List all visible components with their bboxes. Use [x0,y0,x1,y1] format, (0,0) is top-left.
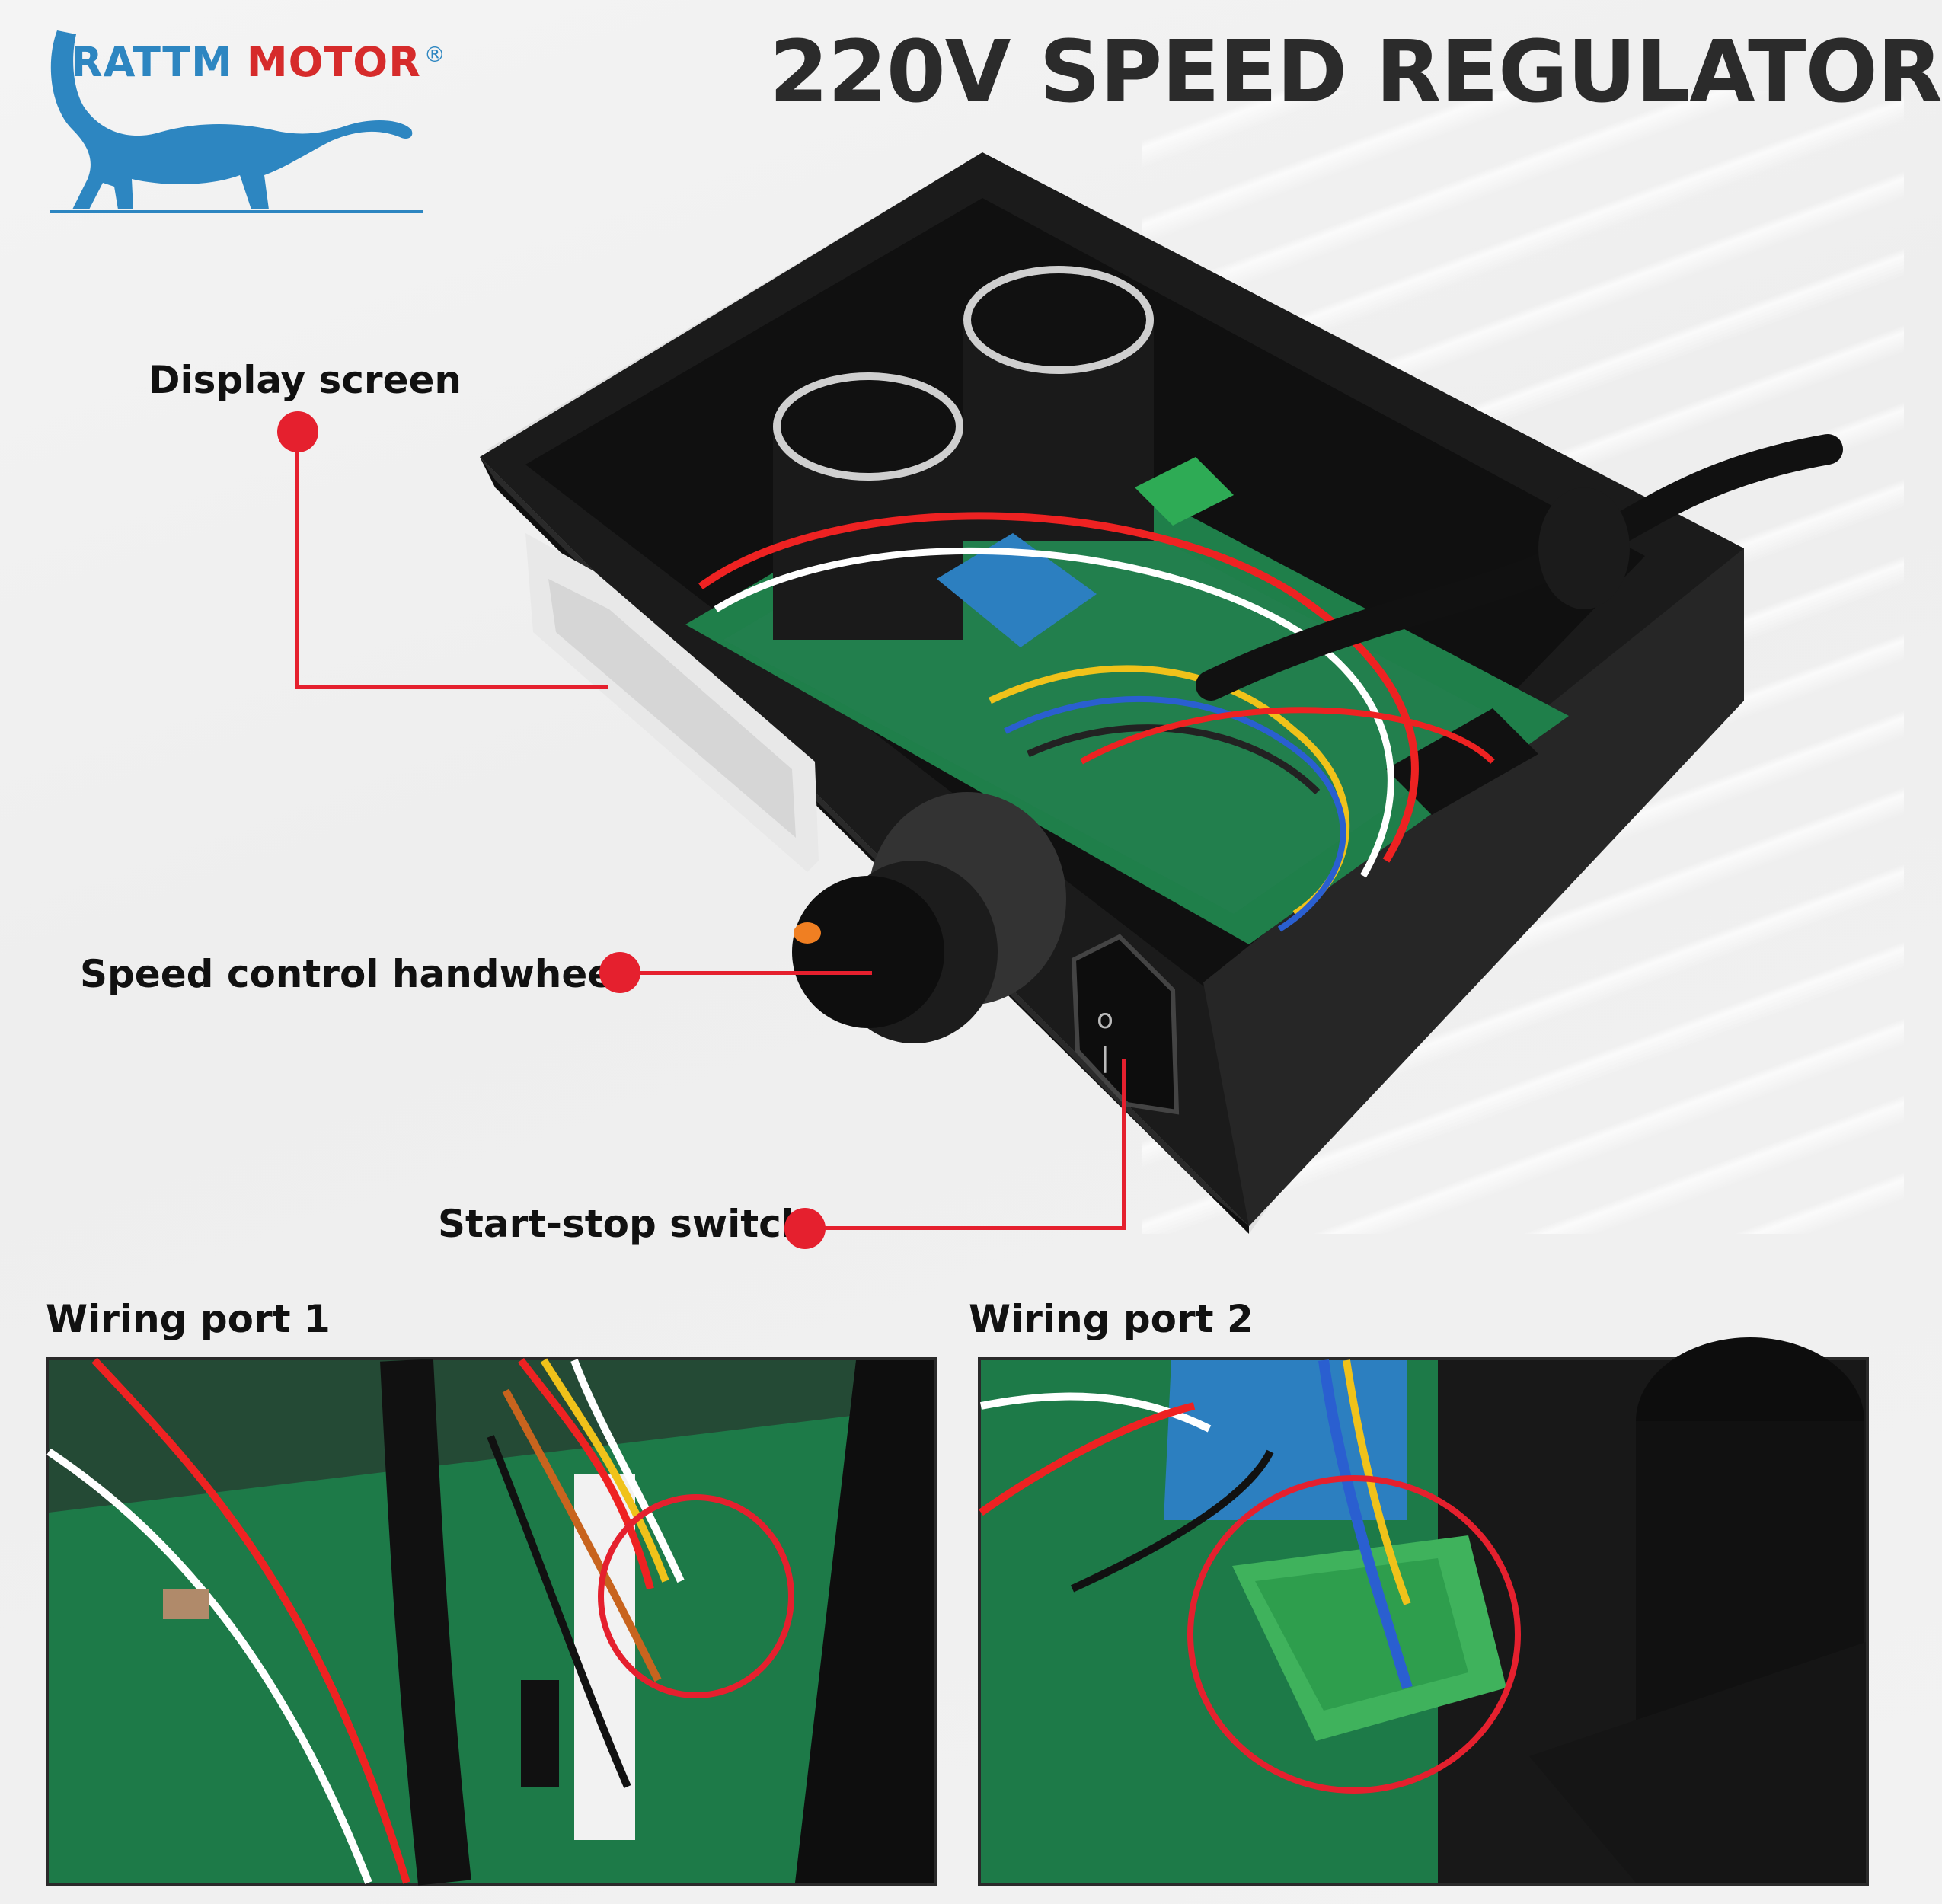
registered-mark: ® [423,42,446,67]
dinosaur-logo-icon [50,30,423,213]
svg-text:|: | [1100,1042,1110,1073]
wiring-port-1-photo [46,1357,934,1886]
wiring-port-2-image [978,1337,1869,1886]
callout-switch-line-horizontal [806,1226,1126,1230]
brand-name: RATTM MOTOR® [71,38,446,86]
callout-switch-label: Start-stop switch [438,1202,809,1246]
callout-display-line-horizontal [295,685,608,689]
brand-name-part2: MOTOR [246,38,421,86]
svg-text:o: o [1097,1004,1113,1035]
callout-handwheel-label: Speed control handwheel [80,952,627,996]
wiring-port-1-image [46,1357,937,1886]
brand-name-part1: RATTM [71,38,233,86]
callout-switch-line-vertical [1122,1059,1126,1230]
callout-handwheel-line [621,971,872,975]
callout-display-line-vertical [295,430,299,689]
wiring-port-2-photo [979,1337,1866,1883]
page-title: 220V SPEED REGULATOR [769,23,1942,122]
wiring-port-1-label: Wiring port 1 [46,1297,331,1341]
brand-logo: RATTM MOTOR® [42,15,446,221]
wiring-port-2-label: Wiring port 2 [969,1297,1254,1341]
callout-display-label: Display screen [149,358,462,402]
speed-regulator-illustration: o | [480,152,1843,1234]
